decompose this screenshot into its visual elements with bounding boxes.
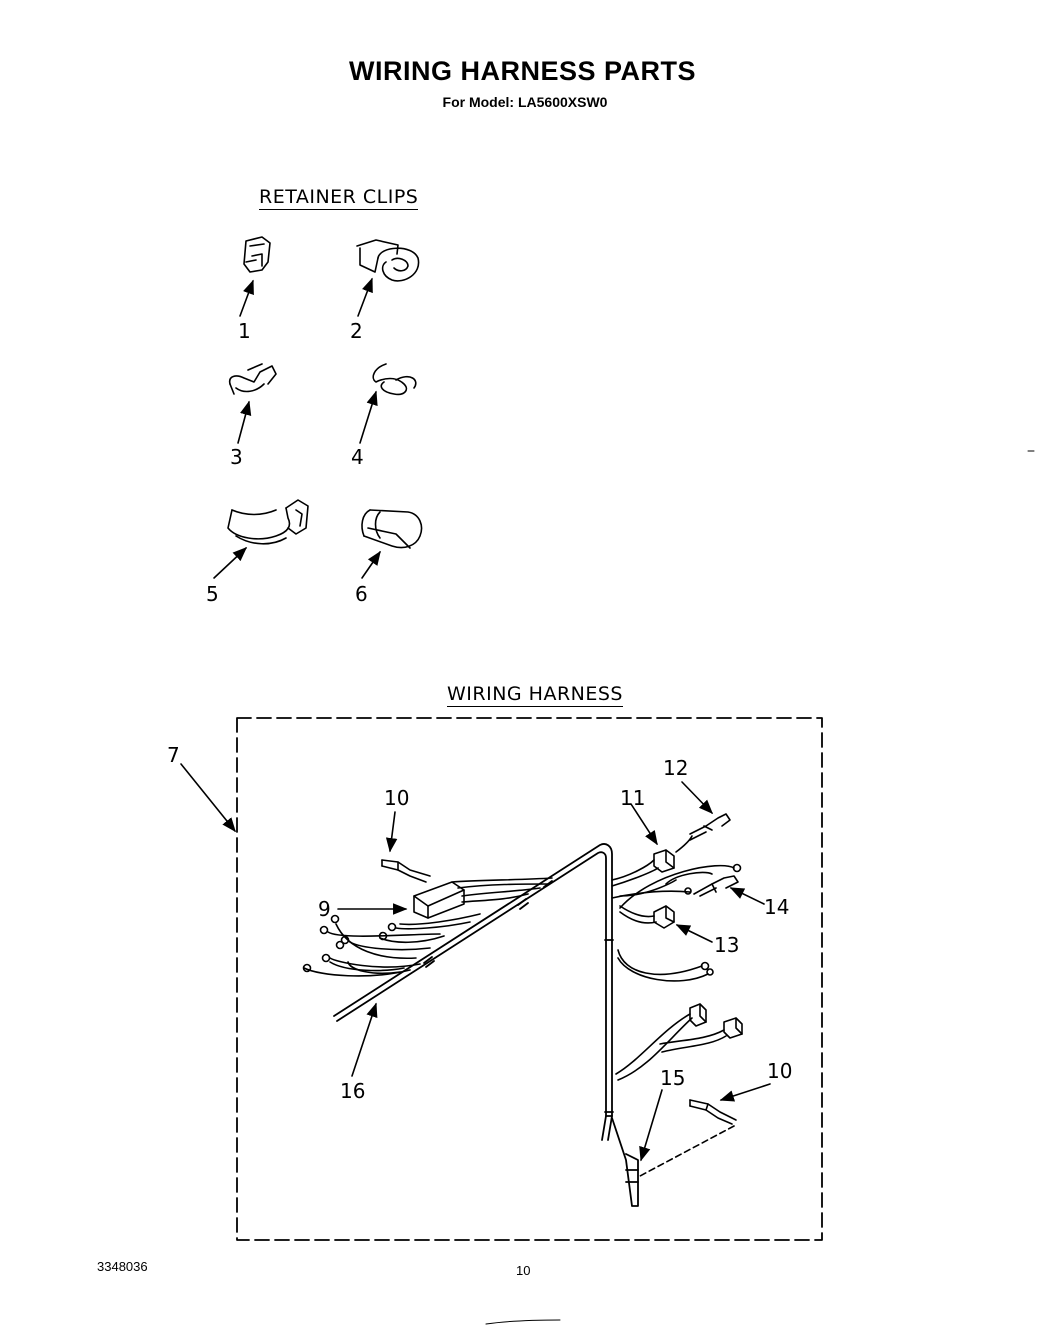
harness-boundary — [236, 717, 823, 1241]
callout-12: 12 — [663, 756, 689, 780]
wiring-harness-heading: WIRING HARNESS — [447, 683, 623, 707]
callout-13: 13 — [714, 933, 740, 957]
callout-3: 3 — [230, 445, 243, 469]
callout-10-bottom: 10 — [767, 1059, 793, 1083]
callout-16: 16 — [340, 1079, 366, 1103]
connector-lower-2 — [723, 1017, 743, 1039]
callout-7: 7 — [167, 743, 180, 767]
callout-15: 15 — [660, 1066, 686, 1090]
connector-11 — [653, 849, 675, 873]
connector-lower-1 — [689, 1003, 707, 1027]
callout-9: 9 — [318, 897, 331, 921]
model-subtitle: For Model: LA5600XSW0 — [442, 94, 608, 110]
terminal-12 — [689, 813, 731, 841]
terminal-10-top — [381, 859, 431, 883]
callout-10-top: 10 — [384, 786, 410, 810]
retainer-clip-5 — [227, 499, 309, 545]
callout-5: 5 — [206, 582, 219, 606]
callout-4: 4 — [351, 445, 364, 469]
retainer-clip-1 — [243, 236, 271, 273]
callout-2: 2 — [350, 319, 363, 343]
retainer-clips-heading: RETAINER CLIPS — [259, 186, 419, 210]
harness-trunk — [333, 843, 639, 1207]
retainer-clip-6 — [361, 509, 423, 549]
page-number: 10 — [516, 1263, 531, 1278]
retainer-clip-2 — [356, 239, 420, 282]
part-number: 3348036 — [97, 1259, 148, 1274]
callout-14: 14 — [764, 895, 790, 919]
terminal-10-bottom — [689, 1099, 737, 1125]
terminal-14 — [693, 875, 739, 897]
page-title: WIRING HARNESS PARTS — [348, 56, 696, 86]
callout-6: 6 — [355, 582, 368, 606]
retainer-clip-4 — [372, 363, 417, 396]
callout-11: 11 — [620, 786, 646, 810]
connector-9 — [413, 881, 465, 919]
callout-1: 1 — [238, 319, 251, 343]
connector-13 — [653, 905, 675, 929]
retainer-clip-3 — [228, 363, 277, 395]
